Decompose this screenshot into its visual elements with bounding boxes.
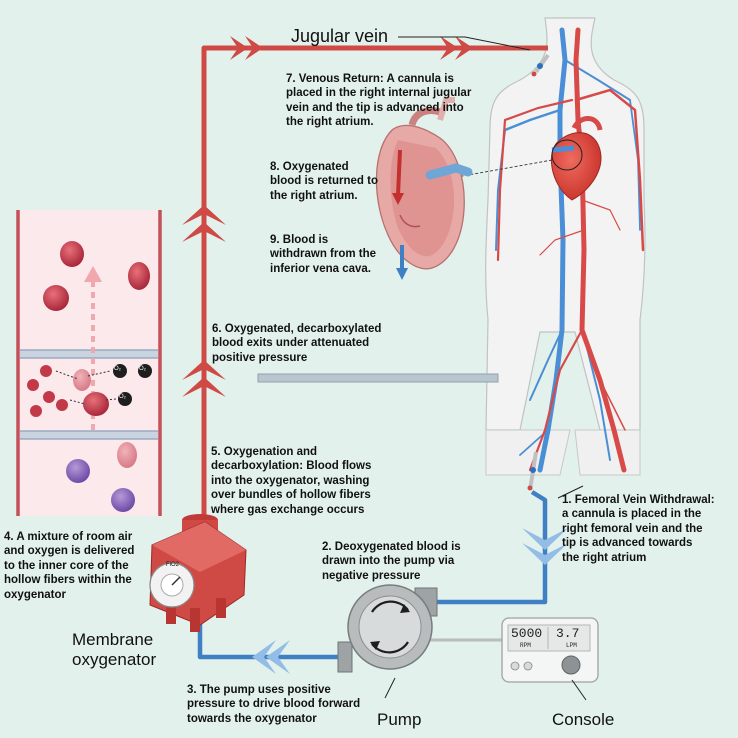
step-6-oxygenated-exit: 6. Oxygenated, decarboxylated blood exit… xyxy=(212,323,382,364)
console-rpm-unit: RPM xyxy=(520,642,531,649)
step-1-femoral-withdrawal: 1. Femoral Vein Withdrawal: a cannula is… xyxy=(562,494,715,564)
o2-molecule-3: O₂ xyxy=(119,394,126,400)
flow-chevrons-blue xyxy=(252,528,568,674)
console-rpm-value: 5000 xyxy=(511,626,543,641)
console-lpm-value: 3.7 xyxy=(556,626,580,641)
heart-callout-line xyxy=(439,159,553,181)
membrane-oxygenator-label: Membrane oxygenator xyxy=(72,630,157,670)
body-vessels xyxy=(495,27,645,473)
drainage-line-venous xyxy=(430,490,548,605)
step-4-gas-mixture: 4. A mixture of room air and oxygen is d… xyxy=(4,531,135,601)
pump-label: Pump xyxy=(377,710,422,729)
femoral-cannula xyxy=(527,451,538,491)
o2-molecule-1: O₂ xyxy=(114,366,121,372)
console-label: Console xyxy=(552,710,615,729)
console-lpm-unit: LPM xyxy=(566,642,577,649)
return-line-oxygenated xyxy=(201,45,548,530)
step-5-oxygenation: 5. Oxygenation and decarboxylation: Bloo… xyxy=(211,446,372,516)
step-8-oxygenated-return: 8. Oxygenated blood is returned to the r… xyxy=(270,161,378,202)
pump-to-oxygenator-line xyxy=(197,620,340,660)
oxygenator-fio2-label: FiO2 xyxy=(166,562,180,568)
fiber-connector xyxy=(257,373,499,383)
o2-molecule-2: O₂ xyxy=(139,366,146,372)
hollow-fiber-panel xyxy=(16,210,162,516)
jugular-vein-label: Jugular vein xyxy=(291,26,389,46)
jugular-cannula xyxy=(531,53,550,77)
pump xyxy=(337,584,438,673)
step-9-ivc-withdrawal: 9. Blood is withdrawn from the inferior … xyxy=(270,234,377,275)
flow-chevrons xyxy=(182,36,473,397)
large-heart xyxy=(375,97,473,280)
step-2-deoxygenated-drainage: 2. Deoxygenated blood is drawn into the … xyxy=(322,541,461,582)
step-3-pump-forward: 3. The pump uses positive pressure to dr… xyxy=(187,684,361,725)
body-heart xyxy=(551,116,603,201)
step-7-venous-return: 7. Venous Return: A cannula is placed in… xyxy=(286,73,472,129)
membrane-oxygenator xyxy=(149,514,247,632)
pointer-lines xyxy=(384,36,587,701)
console-device xyxy=(501,617,599,683)
